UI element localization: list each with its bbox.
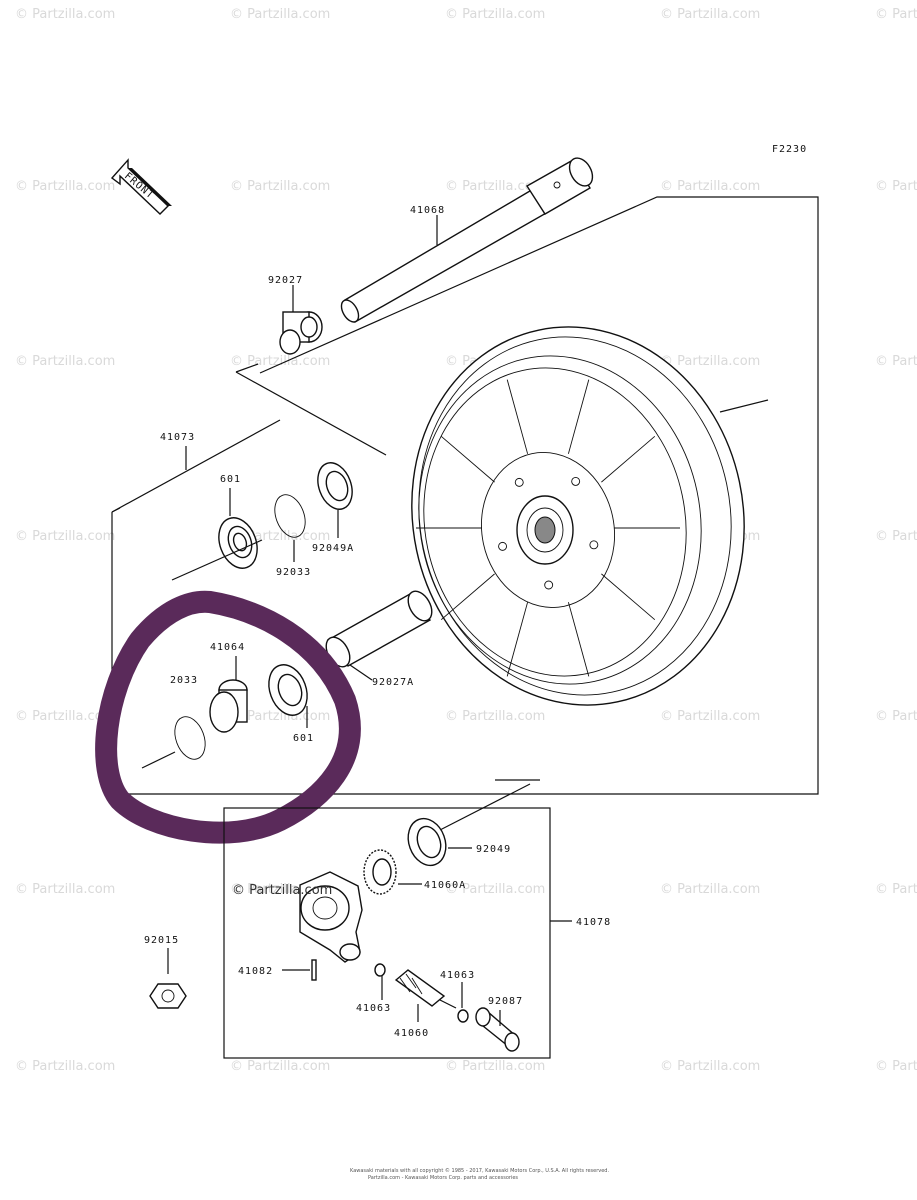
watermark-grid: © Partzilla.com © Partzilla.com © Partzill…	[15, 7, 917, 1074]
wheel-spoke	[601, 435, 656, 483]
watermark: © Partzilla.com	[15, 354, 115, 369]
watermark: © Partzilla.com	[15, 529, 115, 544]
watermark: © Partzilla.com	[230, 709, 330, 724]
label-41064: 41064	[210, 642, 245, 653]
watermark: © Partzilla.com	[15, 1059, 115, 1074]
watermark: © Partzilla.com	[660, 7, 760, 22]
watermark: © Partzilla.com	[660, 179, 760, 194]
seal-92049A	[317, 462, 353, 538]
label-92049A: 92049A	[312, 543, 354, 554]
label-601-bottom: 601	[293, 733, 314, 744]
circlip-92033-bottom	[174, 716, 206, 760]
watermark: © Partzilla.com	[660, 709, 760, 724]
axle-41068	[340, 157, 594, 323]
label-92027A: 92027A	[372, 677, 414, 688]
hub-bolt	[544, 580, 554, 590]
pinion-41060	[394, 969, 457, 1022]
figure-code: F2230	[772, 144, 807, 155]
watermark: © Partzilla.com	[15, 709, 115, 724]
watermark: © Partzilla.com	[875, 1059, 917, 1074]
box-edge	[111, 419, 281, 513]
wheel-spoke	[506, 379, 529, 454]
front-arrow-icon: FRONT	[110, 158, 172, 215]
watermark: © Partzilla.com	[875, 709, 917, 724]
watermark: © Partzilla.com	[875, 529, 917, 544]
gearbox-housing	[299, 871, 363, 963]
label-92049: 92049	[476, 844, 511, 855]
label-41060A: 41060A	[424, 880, 466, 891]
hub-bolt	[498, 541, 508, 551]
watermark: © Partzilla.com	[660, 1059, 760, 1074]
watermark: © Partzilla.com	[875, 882, 917, 897]
label-92027: 92027	[268, 275, 303, 286]
label-92033-bottom: 2033	[170, 675, 198, 686]
wheel-spoke	[506, 602, 529, 677]
speedometer-gearbox-outline	[223, 807, 551, 1059]
watermark: © Partzilla.com	[230, 354, 330, 369]
watermark: © Partzilla.com	[445, 1059, 545, 1074]
bearing-601-bottom	[268, 664, 308, 728]
label-41068: 41068	[410, 205, 445, 216]
bearing-601-top	[218, 488, 258, 569]
watermark: © Partzilla.com	[230, 179, 330, 194]
washer-41063-b	[457, 982, 469, 1023]
watermark: © Partzilla.com	[445, 179, 545, 194]
nut-92015	[149, 948, 187, 1009]
watermark: © Partzilla.com	[15, 7, 115, 22]
hub-bolt	[589, 540, 599, 550]
watermark: © Partzilla.com	[660, 354, 760, 369]
watermark: © Partzilla.com	[230, 7, 330, 22]
watermark: © Partzilla.com	[15, 179, 115, 194]
hub-bolt	[571, 476, 581, 486]
label-92033-top: 92033	[276, 567, 311, 578]
label-41078: 41078	[576, 917, 611, 928]
label-41063-b: 41063	[440, 970, 475, 981]
watermark: © Partzilla.com	[875, 354, 917, 369]
watermark: © Partzilla.com	[875, 179, 917, 194]
watermark: © Partzilla.com	[445, 882, 545, 897]
wheel-spoke	[601, 573, 656, 621]
label-41060: 41060	[394, 1028, 429, 1039]
gear-41060A	[363, 849, 422, 895]
seal-92049	[407, 817, 472, 867]
watermark: © Partzilla.com	[445, 7, 545, 22]
center-watermark: © Partzilla.com	[232, 883, 332, 898]
label-41082: 41082	[238, 966, 273, 977]
pin-41082	[282, 959, 317, 981]
label-92087: 92087	[488, 996, 523, 1007]
watermark: © Partzilla.com	[875, 7, 917, 22]
label-92015: 92015	[144, 935, 179, 946]
wheel-rim	[411, 326, 745, 706]
label-41073: 41073	[160, 432, 195, 443]
wheel-spoke	[440, 573, 495, 621]
label-601-top: 601	[220, 474, 241, 485]
collar-92027	[279, 285, 323, 355]
footer-note: Partzilla.com - Kawasaki Motors Corp. pa…	[368, 1175, 518, 1181]
watermark: © Partzilla.com	[445, 709, 545, 724]
watermark: © Partzilla.com	[15, 882, 115, 897]
spacer-41064	[209, 656, 248, 733]
circlip-92033-top	[274, 494, 306, 562]
watermark: © Partzilla.com	[230, 1059, 330, 1074]
bushing-92087	[475, 1007, 520, 1052]
highlight-circle	[95, 590, 361, 844]
footer-copyright: Kawasaki materials with all copyright © …	[350, 1167, 609, 1174]
hub-bolt	[514, 477, 524, 487]
wheel-spoke	[567, 602, 590, 677]
label-41063-a: 41063	[356, 1003, 391, 1014]
wheel-spoke	[567, 379, 590, 454]
watermark: © Partzilla.com	[660, 882, 760, 897]
wheel-spoke	[440, 435, 495, 483]
washer-41063-a	[374, 963, 386, 1000]
